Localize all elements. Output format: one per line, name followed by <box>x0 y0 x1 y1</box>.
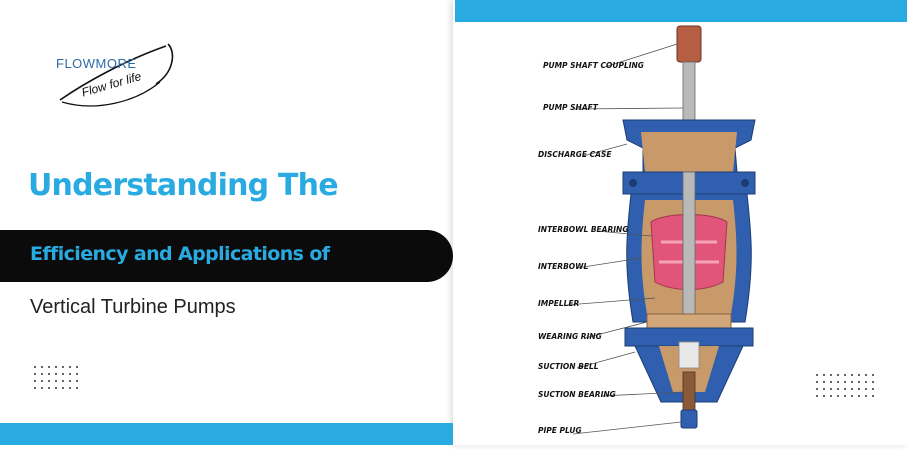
label-pump-shaft: PUMP SHAFT <box>543 103 598 112</box>
left-panel <box>0 0 453 445</box>
subheading: Efficiency and Applications of <box>30 243 330 265</box>
title-third-line: Vertical Turbine Pumps <box>30 296 236 318</box>
flowmore-logo: FLOWMORE Flow for life <box>56 42 176 122</box>
top-accent-bar <box>455 0 907 22</box>
logo-brand: FLOWMORE <box>56 56 137 71</box>
label-impeller: IMPELLER <box>538 299 580 308</box>
label-discharge-case: DISCHARGE CASE <box>538 150 612 159</box>
subheading-band <box>0 230 453 282</box>
label-suction-bearing: SUCTION BEARING <box>538 390 616 399</box>
label-wearing-ring: WEARING RING <box>538 332 602 341</box>
headline: Understanding The <box>28 168 339 203</box>
logo-swoosh-icon <box>59 43 174 107</box>
vertical-turbine-pump-illustration <box>566 25 756 435</box>
label-pump-shaft-coupling: PUMP SHAFT COUPLING <box>543 61 644 70</box>
label-interbowl-bearing: INTERBOWL BEARING <box>538 225 629 234</box>
bottom-accent-bar <box>0 423 453 445</box>
pump-diagram: PUMP SHAFT COUPLING PUMP SHAFT DISCHARGE… <box>455 22 907 445</box>
label-interbowl: INTERBOWL <box>538 262 589 271</box>
dot-grid-left <box>34 366 78 389</box>
label-pipe-plug: PIPE PLUG <box>538 426 582 435</box>
dot-grid-right <box>816 374 874 397</box>
label-suction-bell: SUCTION BELL <box>538 362 599 371</box>
